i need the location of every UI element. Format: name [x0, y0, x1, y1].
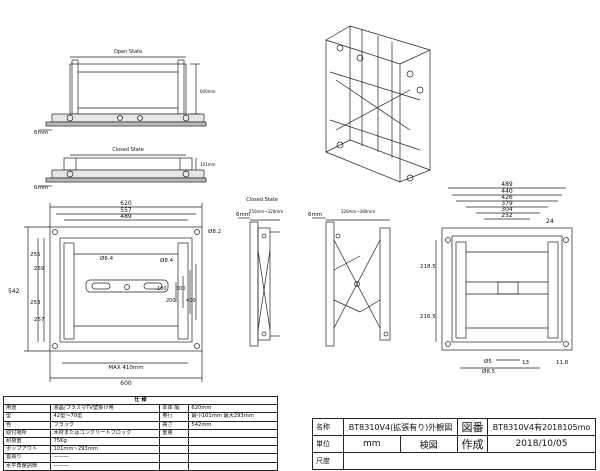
rear-dim-216-5: 216.5: [420, 314, 436, 320]
front-view: [24, 203, 203, 382]
closed-side-title: Closed State: [246, 197, 278, 203]
front-hole-8-2: Ø8.2: [208, 228, 221, 235]
closed-state-title: Closed State: [112, 147, 144, 153]
made-label: 作成: [457, 435, 488, 453]
rear-dim-440: 440: [501, 188, 513, 195]
drawing-number: BT8310V4有2018105mo: [487, 418, 596, 436]
front-dim-right-400: 400: [186, 298, 196, 304]
front-dim-left-2: 542: [8, 288, 20, 295]
closed-state-view: [38, 154, 207, 187]
front-dim-left-0: 255: [30, 252, 41, 258]
front-dim-right-300: 300: [176, 286, 186, 292]
rear-dim-304: 304: [501, 206, 513, 213]
side-open-6mm-label: 6mm: [308, 212, 322, 218]
front-hole-6-4: Ø6.4: [100, 255, 114, 262]
front-dim-left-3: 253: [30, 300, 41, 306]
unit-label: 単位: [312, 435, 344, 453]
open-state-view: [38, 56, 207, 131]
name-label: 名称: [312, 418, 344, 436]
side-open-range: 320mm~380mm: [341, 209, 375, 214]
front-dim-right-200: 200: [166, 298, 176, 304]
closed-side-view: [238, 217, 280, 347]
drawing-number-label: 図番: [457, 418, 488, 436]
rear-dim-252: 252: [501, 212, 513, 219]
front-dim-top-2: 489: [120, 213, 132, 220]
open-6mm-label: 6mm: [34, 130, 48, 136]
open-height-dim: 600mm: [200, 89, 216, 94]
front-dim-top-0: 620: [120, 200, 132, 207]
closed-height-dim: 101mm: [200, 162, 216, 167]
scale-label: 尺度: [312, 452, 344, 470]
check-label: 検図: [399, 435, 459, 453]
made-date: 2018/10/05: [487, 435, 596, 453]
scale-value: [343, 452, 596, 470]
front-dim-right-100: 100: [157, 286, 167, 292]
rear-dim-218-5: 218.5: [420, 264, 436, 270]
title-block: 名称 BT8310V4(拡張有り)外観図 図番 BT8310V4有2018105…: [312, 418, 596, 470]
front-dim-top-1: 557: [120, 207, 132, 214]
rear-dim-11-8: 11.8: [556, 360, 569, 366]
side-closed-range: 250mm~320mm: [249, 209, 283, 214]
spec-row: 首振り———: [2, 453, 278, 463]
unit-value: mm: [343, 435, 401, 453]
drawing-name: BT8310V4(拡張有り)外観図: [342, 418, 459, 436]
rear-dim-489: 489: [501, 181, 513, 188]
side-closed-6mm-label: 6mm: [236, 212, 250, 218]
front-hole-8-4: Ø8.4: [160, 257, 174, 264]
closed-6mm-label: 6mm: [34, 185, 48, 191]
rear-hole-5: Ø5: [484, 358, 492, 365]
front-dim-left-4: 257: [34, 317, 45, 323]
open-side-view: [312, 217, 391, 347]
isometric-view: [325, 25, 431, 183]
spec-row: 取付場所木材またはコンクリートブロック重量: [2, 428, 278, 438]
rear-dim-24: 24: [546, 218, 554, 225]
rear-dim-13: 13: [522, 360, 529, 366]
front-dim-bottom-600: 600: [120, 380, 132, 387]
open-state-title: Open State: [114, 49, 142, 55]
rear-dim-426: 426: [501, 194, 513, 201]
rear-hole-8-5: Ø8.5: [482, 368, 496, 375]
front-dim-bottom-max: MAX 410mm: [108, 365, 143, 371]
rear-view: [435, 187, 573, 369]
rear-dim-379: 379: [501, 200, 513, 207]
spec-header: 仕 様: [3, 395, 278, 406]
front-dim-left-1: 259: [34, 266, 45, 272]
